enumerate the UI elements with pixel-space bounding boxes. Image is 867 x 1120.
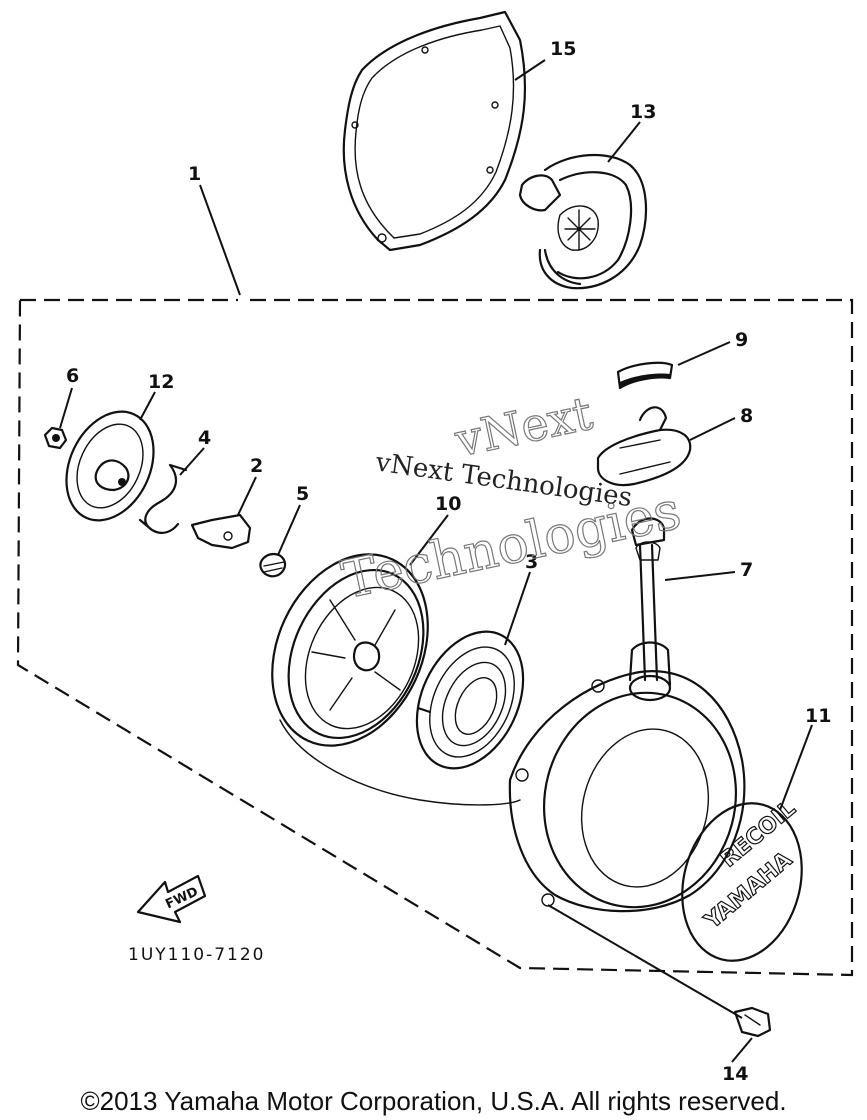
fwd-arrow: FWD: [136, 874, 207, 924]
ratchet-part-2: [190, 513, 252, 550]
callout-14: 14: [722, 1063, 748, 1080]
callout-1: 1: [188, 163, 201, 185]
callout-5: 5: [296, 483, 309, 505]
callout-7: 7: [740, 559, 753, 581]
leader-4: [179, 447, 205, 476]
parts-diagram: 15 13 1 6 12 4 2: [16, 10, 854, 1080]
svg-text:Technologies: Technologies: [337, 481, 686, 611]
starter-rope-loop: [279, 719, 521, 806]
leader-1: [199, 184, 241, 296]
plate-part-12: [65, 410, 155, 522]
cap-part-9: [616, 361, 674, 390]
leader-8: [689, 417, 736, 441]
rope-part-7: [635, 541, 661, 682]
callout-3: 3: [525, 551, 538, 573]
recoil-spring-part-3: [415, 630, 525, 770]
callout-15: 15: [550, 38, 576, 60]
leader-13: [607, 121, 641, 163]
callout-13: 13: [630, 101, 656, 123]
callout-4: 4: [198, 427, 211, 449]
assembly-boundary: [16, 298, 854, 977]
leader-7: [664, 571, 736, 581]
leader-12: [139, 391, 156, 421]
starter-case-part-11: [508, 641, 746, 913]
copyright-notice: ©2013 Yamaha Motor Corporation, U.S.A. A…: [80, 1086, 787, 1116]
leader-6: [59, 387, 73, 429]
callout-6: 6: [66, 365, 79, 387]
reference-code: 1UY110-7120: [128, 945, 266, 965]
pulley-part-13: [518, 153, 648, 290]
leader-2: [237, 476, 257, 516]
callout-12: 12: [148, 371, 174, 393]
leader-5: [277, 504, 301, 556]
leader-9: [677, 341, 731, 366]
leader-11: [779, 724, 813, 811]
leader-3: [504, 571, 531, 646]
gasket-part-15: [342, 10, 527, 252]
callout-11: 11: [805, 705, 831, 727]
nut-part-6: [43, 426, 68, 450]
callout-8: 8: [740, 405, 753, 427]
leader-10: [409, 514, 449, 566]
callout-9: 9: [735, 329, 748, 351]
handle-part-8: [596, 406, 692, 547]
sheave-drum-part-10: [271, 553, 429, 747]
leader-15: [514, 59, 546, 81]
svg-text:vNext: vNext: [450, 386, 598, 468]
spring-part-4: [138, 463, 188, 534]
leader-14: [731, 1037, 753, 1063]
callout-2: 2: [250, 455, 263, 477]
svg-text:YAMAHA: YAMAHA: [700, 847, 797, 934]
leader-14-case: [547, 904, 743, 1019]
callout-10: 10: [435, 493, 461, 515]
small-spring-part-5: [259, 552, 287, 578]
bolt-part-14: [733, 1006, 772, 1038]
